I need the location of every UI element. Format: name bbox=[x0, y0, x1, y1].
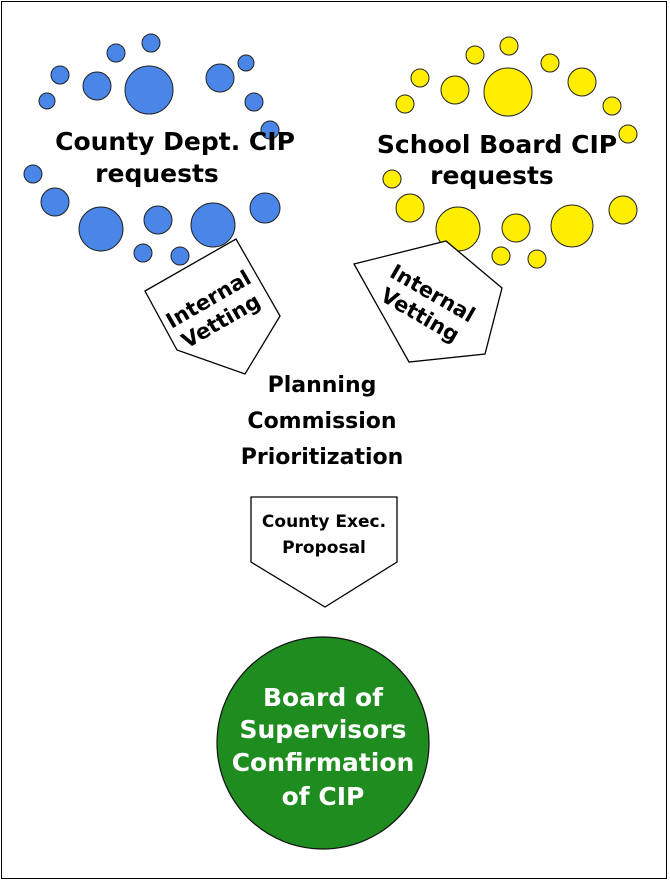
county-bubble bbox=[133, 243, 153, 263]
vetting-left-pentagon bbox=[144, 238, 281, 375]
exec-line-1: County Exec. bbox=[262, 512, 386, 532]
school-bubble bbox=[491, 246, 511, 266]
school-bubble bbox=[382, 169, 402, 189]
vetting-right-pentagon bbox=[353, 240, 503, 363]
county-bubble bbox=[78, 206, 124, 252]
county-bubble bbox=[260, 120, 280, 140]
school-bubble bbox=[567, 67, 597, 97]
school-request-bubbles bbox=[382, 36, 638, 269]
school-bubble bbox=[395, 193, 425, 223]
county-exec-pentagon bbox=[250, 496, 398, 608]
school-bubble bbox=[527, 249, 547, 269]
school-bubble bbox=[540, 53, 560, 73]
planning-line-1: Planning bbox=[268, 373, 377, 398]
school-label-line-2: requests bbox=[430, 161, 554, 190]
school-bubble bbox=[618, 124, 638, 144]
school-bubble bbox=[608, 195, 638, 225]
county-exec-proposal-shape: County Exec. Proposal bbox=[250, 496, 398, 608]
school-bubble bbox=[395, 94, 415, 114]
school-bubble bbox=[465, 45, 485, 65]
school-bubble bbox=[501, 213, 531, 243]
exec-line-2: Proposal bbox=[282, 538, 366, 558]
board-line-2: Supervisors bbox=[239, 715, 406, 744]
county-label-line-2: requests bbox=[95, 159, 219, 188]
county-bubble bbox=[190, 202, 236, 248]
county-bubble bbox=[143, 205, 173, 235]
school-bubble bbox=[440, 75, 470, 105]
county-bubble bbox=[82, 71, 112, 101]
county-bubble bbox=[237, 54, 255, 72]
planning-line-3: Prioritization bbox=[241, 445, 404, 470]
school-bubble bbox=[410, 68, 430, 88]
school-bubble bbox=[499, 36, 519, 56]
vetting-left-shape: Internal Vetting bbox=[144, 238, 281, 375]
county-request-bubbles bbox=[23, 33, 281, 266]
board-line-3: Confirmation bbox=[232, 748, 415, 777]
vetting-right-shape: Internal Vetting bbox=[353, 240, 503, 363]
school-label-line-1: School Board CIP bbox=[377, 130, 617, 159]
county-bubble bbox=[249, 192, 281, 224]
board-line-1: Board of bbox=[263, 683, 384, 712]
county-bubble bbox=[205, 63, 235, 93]
county-label-line-1: County Dept. CIP bbox=[55, 127, 295, 156]
county-bubble bbox=[124, 65, 174, 115]
board-of-supervisors-circle: Board of Supervisors Confirmation of CIP bbox=[216, 636, 430, 850]
county-bubble bbox=[38, 92, 56, 110]
school-bubble bbox=[550, 204, 594, 248]
county-bubble bbox=[244, 92, 264, 112]
planning-line-2: Commission bbox=[247, 409, 396, 434]
board-line-4: of CIP bbox=[282, 782, 365, 811]
county-bubble bbox=[40, 187, 70, 217]
school-bubble bbox=[483, 67, 533, 117]
school-bubble bbox=[602, 96, 622, 116]
county-bubble bbox=[170, 246, 190, 266]
county-bubble bbox=[141, 33, 161, 53]
county-bubble bbox=[106, 43, 126, 63]
county-bubble bbox=[50, 65, 70, 85]
board-circle-shape bbox=[216, 636, 430, 850]
county-bubble bbox=[23, 164, 43, 184]
